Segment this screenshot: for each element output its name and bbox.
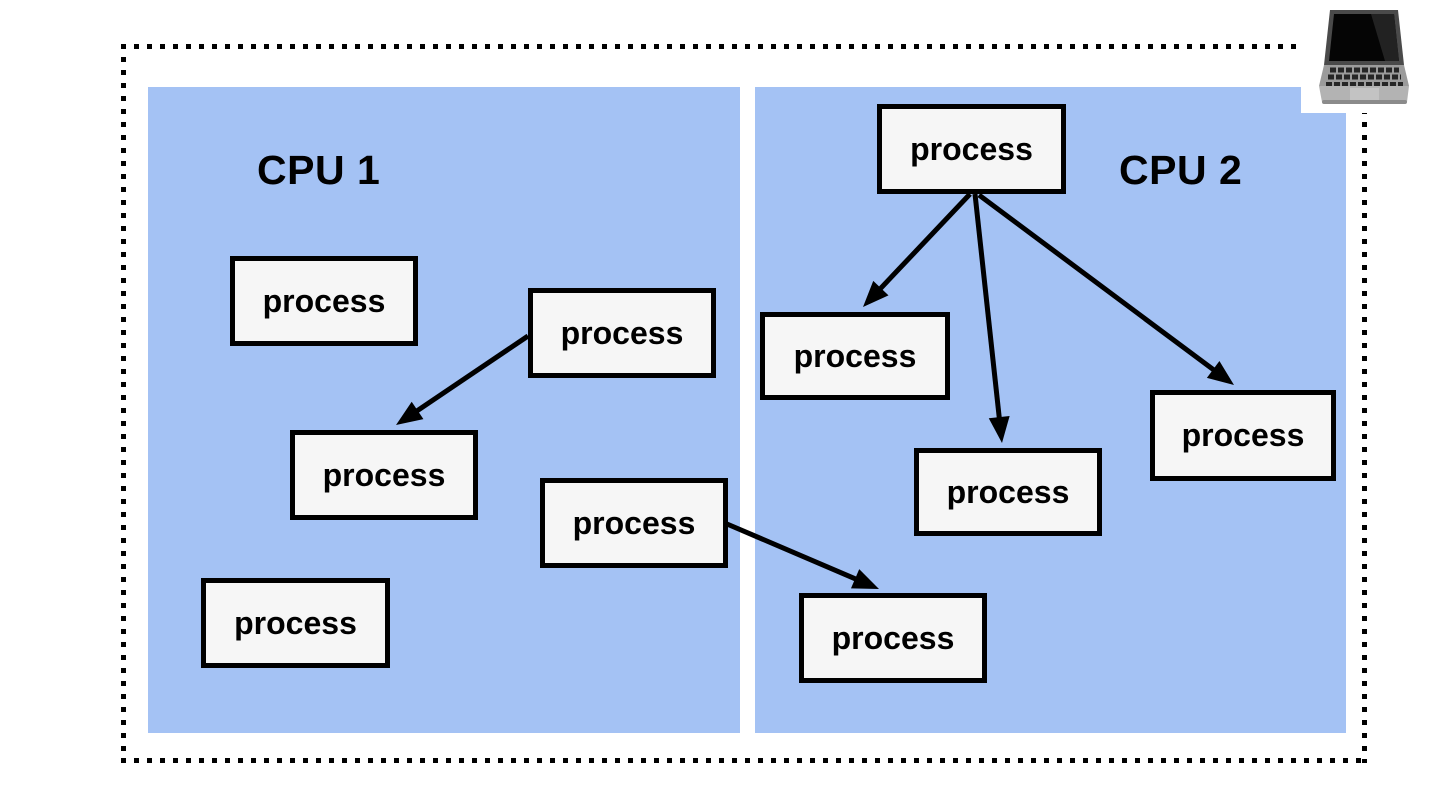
laptop-icon xyxy=(1301,0,1429,113)
process-box-p9: process xyxy=(1150,390,1336,481)
process-box-p10: process xyxy=(799,593,987,683)
dotted-border-right xyxy=(1362,44,1367,763)
process-box-p2: process xyxy=(528,288,716,378)
process-box-p4: process xyxy=(540,478,728,568)
process-box-p1: process xyxy=(230,256,418,346)
dotted-border-bottom xyxy=(121,758,1367,763)
process-box-p3: process xyxy=(290,430,478,520)
process-box-p5: process xyxy=(201,578,390,668)
cpu1-label: CPU 1 xyxy=(257,147,381,193)
laptop-icon-graphic xyxy=(1319,10,1409,104)
process-box-p7: process xyxy=(760,312,950,400)
cpu2-label: CPU 2 xyxy=(1119,147,1243,193)
dotted-border-left xyxy=(121,44,126,763)
process-box-p8: process xyxy=(914,448,1102,536)
dotted-border-top xyxy=(121,44,1367,49)
process-box-p6: process xyxy=(877,104,1066,194)
